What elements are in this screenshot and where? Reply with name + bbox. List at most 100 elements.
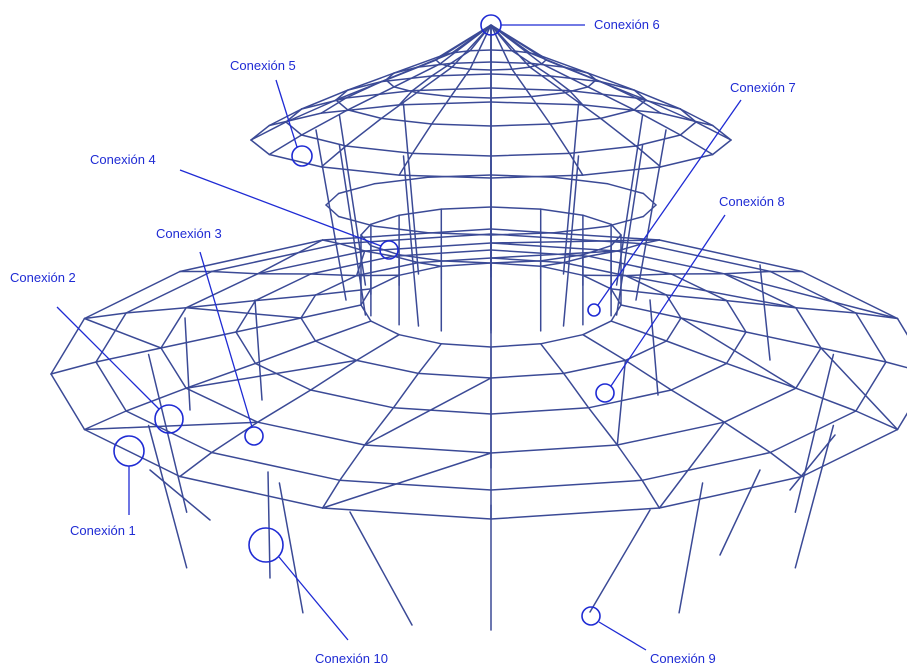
upper-rafter	[599, 117, 637, 147]
upper-rafter	[469, 24, 492, 52]
upper-rafter	[541, 63, 589, 88]
upper-column	[562, 103, 580, 275]
upper-roof-ring	[549, 117, 602, 125]
drum-ring	[582, 214, 612, 226]
upper-roof-ring	[430, 73, 492, 77]
connection-10-marker	[248, 527, 284, 563]
upper-roof-ring	[268, 112, 323, 127]
roof-brace	[83, 421, 259, 431]
upper-roof-ring	[711, 124, 732, 141]
roof-ring	[125, 410, 213, 454]
upper-column	[402, 155, 420, 327]
roof-rafter	[256, 389, 312, 423]
connection-7-leader	[597, 99, 742, 306]
roof-ring	[392, 249, 492, 257]
roof-ring	[562, 359, 627, 375]
upper-roof-ring	[416, 62, 452, 69]
connection-4-marker	[379, 240, 399, 260]
roof-ring	[670, 362, 728, 391]
roof-ring	[440, 262, 492, 267]
roof-ring	[235, 299, 257, 333]
upper-roof-ring	[450, 95, 492, 99]
roof-rafter	[314, 320, 372, 342]
connection-8-marker	[595, 383, 615, 403]
drum-ring	[553, 225, 609, 234]
upper-roof-ring	[490, 152, 571, 157]
drum-ring	[490, 231, 555, 236]
roof-rafter	[723, 270, 772, 275]
roof-rafter	[670, 389, 726, 423]
upper-rafter	[380, 66, 418, 83]
upper-rafter	[416, 66, 453, 94]
roof-ring	[160, 307, 187, 349]
roof-ring	[616, 250, 726, 275]
drum-ring	[373, 225, 429, 234]
drum-ring	[360, 223, 372, 236]
roof-ring	[417, 257, 492, 264]
upper-roof-ring	[530, 62, 566, 69]
roof-rafter	[665, 340, 728, 365]
connection-6-label: Conexión 6	[594, 17, 660, 32]
roof-ring	[83, 428, 181, 478]
roof-ring	[587, 389, 673, 409]
drum-ring	[539, 254, 584, 262]
roof-ring	[801, 270, 899, 320]
roof-ring	[417, 372, 492, 379]
upper-rafter	[451, 24, 492, 54]
roof-rafter	[254, 294, 317, 302]
roof-ring	[769, 270, 857, 314]
upper-rafter	[411, 123, 433, 155]
upper-rafter	[393, 55, 441, 74]
upper-roof-ring	[541, 59, 547, 65]
upper-roof-ring	[490, 101, 584, 106]
drum-ring	[610, 223, 622, 236]
connection-8-label: Conexión 8	[719, 194, 785, 209]
upper-rafter	[285, 99, 337, 123]
connection-7-label: Conexión 7	[730, 80, 796, 95]
roof-ring	[539, 265, 584, 277]
upper-roof-ring	[380, 117, 433, 125]
upper-rafter	[568, 152, 584, 176]
upper-column	[338, 144, 367, 316]
connection-3-label: Conexión 3	[156, 226, 222, 241]
roof-brace	[256, 239, 324, 275]
connection-5-label: Conexión 5	[230, 58, 296, 73]
roof-rafter	[179, 451, 213, 478]
roof-ring	[95, 312, 127, 363]
roof-brace	[321, 452, 492, 509]
roof-ring	[490, 257, 565, 264]
upper-rafter	[430, 95, 452, 125]
roof-rafter	[582, 333, 627, 362]
upper-rafter	[679, 134, 714, 156]
upper-roof-ring	[435, 59, 441, 65]
upper-rafter	[490, 24, 513, 70]
drum-ring	[337, 215, 376, 227]
roof-rafter	[624, 273, 673, 277]
roof-ring	[624, 274, 668, 296]
upper-rafter	[398, 152, 414, 176]
roof-ring	[490, 479, 643, 491]
drum-ring	[610, 234, 622, 247]
roof-ring	[658, 475, 803, 509]
roof-rafter	[539, 261, 565, 267]
upper-rafter	[635, 145, 662, 168]
upper-column	[315, 129, 347, 301]
roof-rafter	[885, 361, 907, 369]
roof-ring	[235, 331, 257, 365]
connection-2-label: Conexión 2	[10, 270, 76, 285]
upper-rafter	[633, 109, 682, 136]
upper-rafter	[416, 52, 453, 69]
roof-ring	[641, 451, 772, 482]
roof-ring	[370, 274, 400, 290]
upper-roof-ring	[250, 124, 271, 141]
roof-rafter	[355, 333, 400, 362]
upper-rafter	[411, 75, 433, 92]
inclined-support	[149, 469, 211, 521]
upper-rafter	[450, 68, 471, 98]
roof-ring	[490, 242, 619, 252]
roof-ring	[490, 372, 565, 379]
drum-ring	[370, 244, 400, 256]
upper-rafter	[645, 99, 697, 123]
inclined-support	[267, 471, 271, 579]
drum-ring	[440, 206, 492, 210]
